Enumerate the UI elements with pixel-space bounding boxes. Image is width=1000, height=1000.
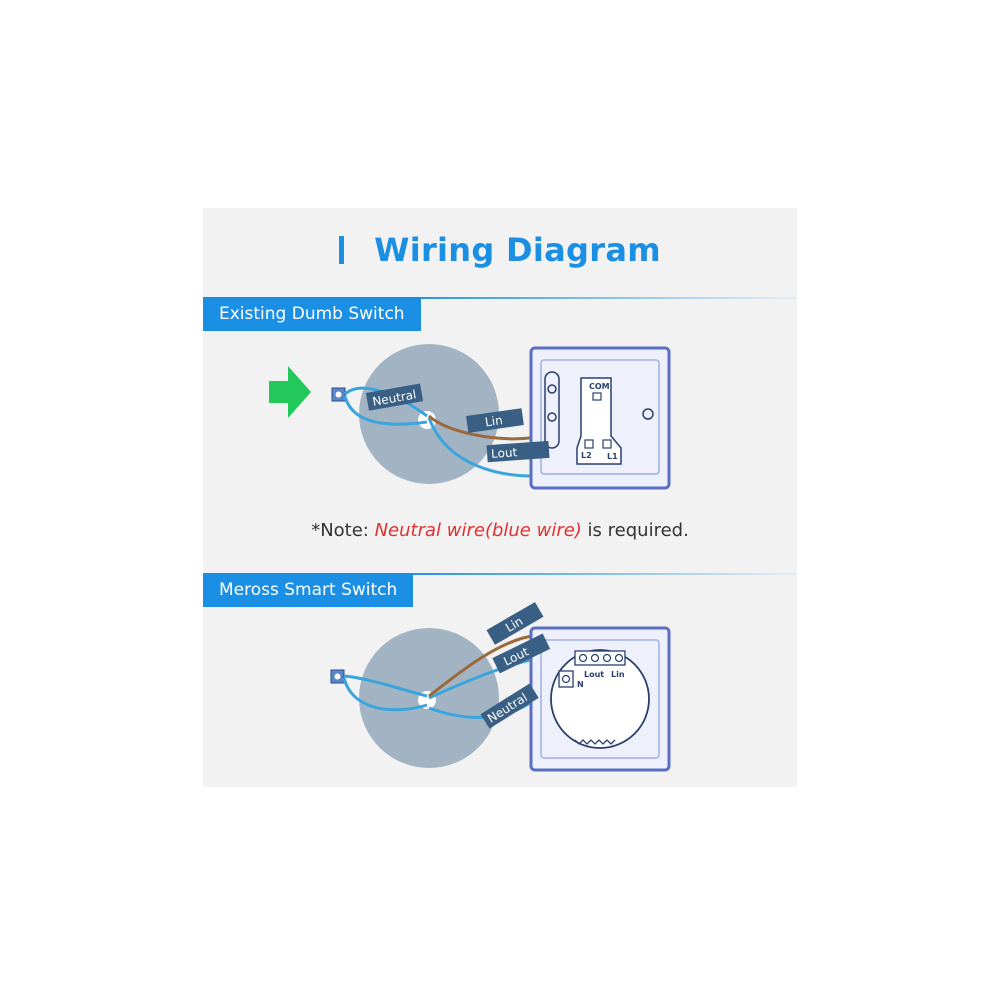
- wire-tag-lout: Lout: [486, 440, 550, 463]
- smart-terminal-n-label: N: [577, 680, 584, 689]
- existing-switch-diagram: COM L2 L1 Neutral Lin Lout: [269, 344, 671, 490]
- page-title: Wiring Diagram: [374, 231, 661, 269]
- title-accent-bar: [339, 236, 345, 264]
- wire-label-lin: Lin: [484, 413, 503, 429]
- section-label-smart: Meross Smart Switch: [203, 573, 414, 607]
- smart-switch-diagram: Lout Lin N Lin Lout Neutral: [330, 602, 671, 772]
- wiring-diagram-panel: Wiring Diagram Existing Dumb Switch Mero…: [203, 208, 797, 787]
- smart-terminal-lin-label: Lin: [611, 670, 625, 679]
- arrow-icon: [269, 366, 311, 418]
- title-row: Wiring Diagram: [203, 228, 797, 272]
- wiring-illustration: COM L2 L1 Neutral Lin Lout: [269, 344, 671, 772]
- terminal-com-label: COM: [589, 382, 610, 391]
- terminal-l1-label: L1: [607, 452, 618, 461]
- note-prefix: *Note:: [311, 520, 375, 541]
- section-divider-smart: [393, 573, 797, 575]
- note-suffix: is required.: [581, 520, 689, 541]
- section-label-existing: Existing Dumb Switch: [203, 297, 421, 331]
- smart-terminal-lout-label: Lout: [584, 670, 604, 679]
- note-emphasis: Neutral wire(blue wire): [374, 520, 582, 541]
- neutral-note: *Note: Neutral wire(blue wire) is requir…: [203, 520, 797, 541]
- terminal-l2-label: L2: [581, 451, 592, 460]
- wire-tag-neutral: Neutral: [365, 383, 424, 411]
- wire-tag-lin: Lin: [466, 408, 524, 433]
- smart-wire-tag-lin: Lin: [486, 602, 544, 645]
- wire-label-lout: Lout: [491, 445, 518, 461]
- section-divider-existing: [393, 297, 797, 299]
